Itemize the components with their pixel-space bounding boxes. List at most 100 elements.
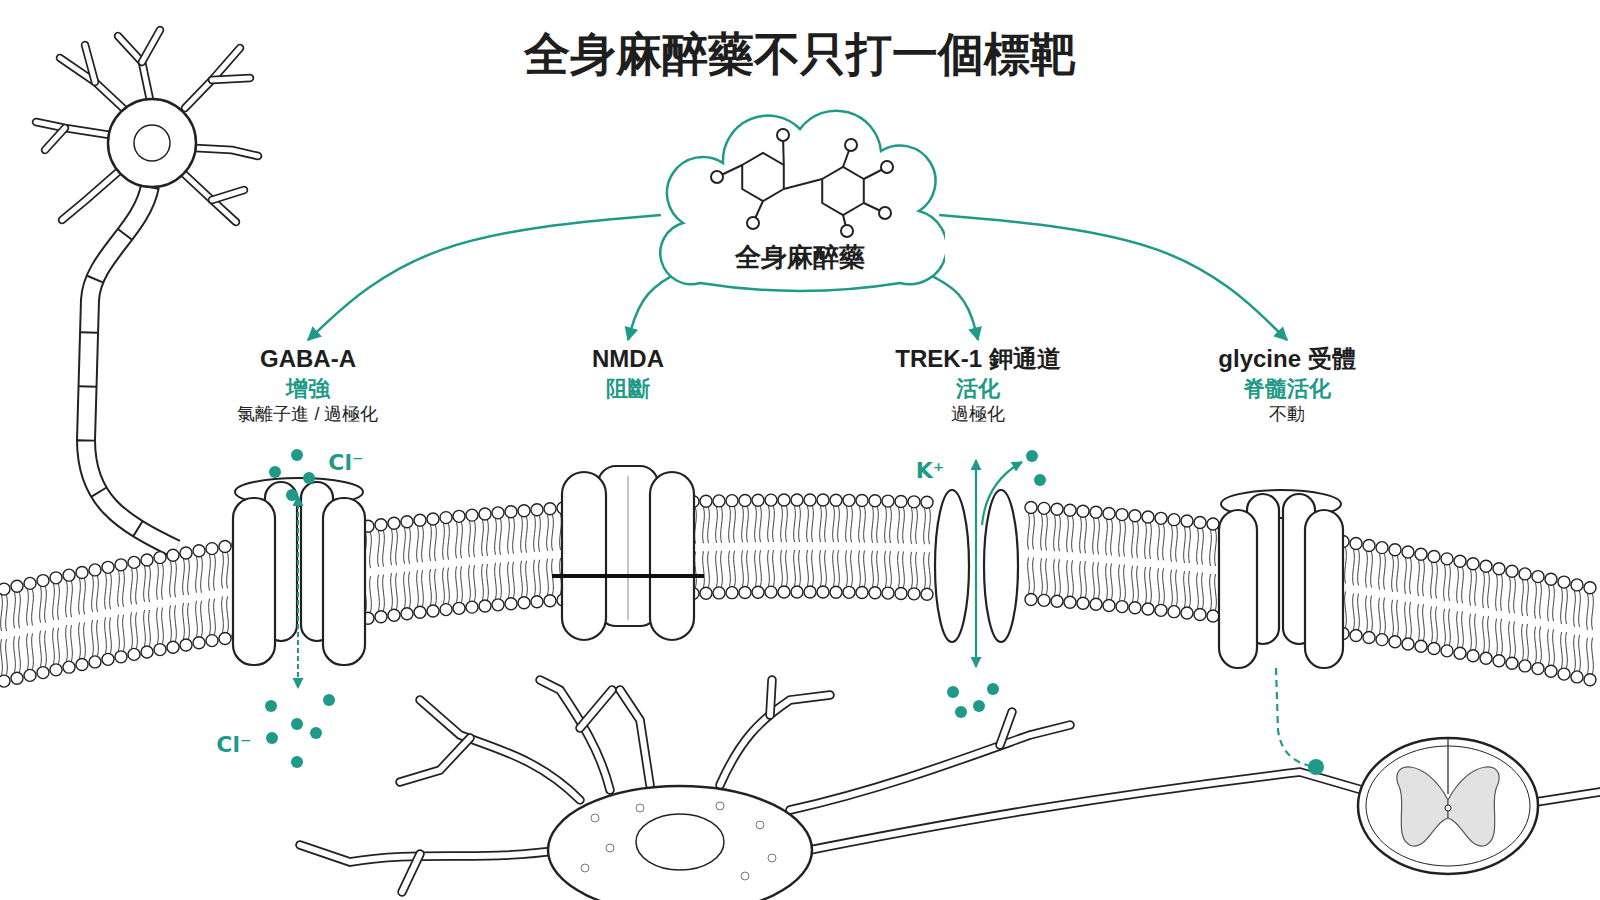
cell-membrane-part: [1124, 565, 1126, 601]
cell-membrane-part: [500, 519, 502, 555]
cell-membrane-part: [118, 571, 120, 607]
cell-membrane-part: [505, 598, 517, 610]
cell-membrane-part: [1028, 558, 1030, 594]
cell-membrane-part: [1519, 568, 1531, 580]
cell-membrane-part: [180, 547, 192, 559]
cell-membrane-part: [547, 559, 549, 595]
cell-membrane-part: [872, 507, 874, 543]
cell-membrane-part: [63, 661, 75, 673]
cell-membrane-part: [427, 605, 439, 617]
neuron-top-left: [36, 30, 258, 549]
cell-membrane-part: [404, 572, 406, 608]
cell-membrane-part: [1137, 566, 1139, 602]
cell-membrane-part: [1493, 655, 1505, 667]
cell-membrane-part: [765, 586, 777, 598]
ion-flow-part: [955, 706, 967, 718]
cell-membrane-part: [1111, 563, 1113, 599]
neuron-bottom-part: [606, 844, 614, 852]
cell-membrane-part: [1522, 580, 1524, 616]
neuron-bottom-part: [580, 690, 612, 728]
cell-membrane-part: [479, 600, 491, 612]
cell-membrane-part: [1046, 514, 1048, 550]
neuron-bottom-part: [800, 772, 1362, 852]
cell-membrane-part: [84, 578, 86, 614]
cell-membrane-part: [820, 506, 822, 542]
cell-membrane-part: [1051, 595, 1063, 607]
cell-membrane-part: [534, 560, 536, 596]
cell-membrane-part: [448, 568, 450, 604]
ion-flow-part: [973, 700, 985, 712]
cell-membrane-part: [1480, 652, 1492, 664]
cell-membrane-part: [825, 550, 827, 586]
cell-membrane-part: [1077, 597, 1089, 609]
cell-membrane-part: [1587, 594, 1589, 630]
cell-membrane-part: [188, 559, 190, 595]
neuron-top-left-part: [45, 128, 65, 150]
cell-membrane-part: [846, 550, 848, 586]
cell-membrane-part: [804, 586, 816, 598]
neuron-bottom-part: [1000, 712, 1012, 745]
cell-membrane-part: [110, 617, 112, 653]
cell-membrane-part: [97, 576, 99, 612]
cell-membrane-part: [513, 562, 515, 598]
cell-membrane-part: [115, 651, 127, 663]
cell-membrane-part: [1496, 575, 1498, 611]
ion-flow-part: [1034, 474, 1046, 486]
cell-membrane-part: [1202, 529, 1204, 565]
cell-membrane-part: [1592, 594, 1594, 630]
cell-membrane-part: [84, 622, 86, 658]
cell-membrane-part: [1449, 609, 1451, 645]
neuron-bottom-part: [591, 814, 599, 822]
cell-membrane-part: [518, 597, 530, 609]
cell-membrane-part: [817, 586, 829, 598]
cell-membrane-part: [1345, 591, 1347, 627]
cell-membrane-part: [531, 504, 543, 516]
cell-membrane-part: [391, 573, 393, 609]
cell-membrane-part: [726, 495, 738, 507]
cell-membrane-part: [1028, 514, 1030, 550]
neuron-bottom-part: [756, 821, 764, 829]
cell-membrane-part: [1483, 616, 1485, 652]
cell-membrane-part: [1098, 518, 1100, 554]
cell-membrane-part: [885, 551, 887, 587]
cell-membrane-part: [1132, 522, 1134, 558]
cell-membrane-part: [794, 506, 796, 542]
cell-membrane-part: [1449, 565, 1451, 601]
cell-membrane-part: [1470, 570, 1472, 606]
cell-membrane-part: [1470, 614, 1472, 650]
cell-membrane-part: [66, 581, 68, 617]
cell-membrane-part: [1371, 596, 1373, 632]
cell-membrane-part: [40, 631, 42, 667]
cell-membrane-part: [1111, 519, 1113, 555]
cell-membrane-part: [747, 506, 749, 542]
cell-membrane-part: [92, 576, 94, 612]
cell-membrane-part: [222, 552, 224, 588]
cell-membrane-part: [513, 518, 515, 554]
cell-membrane-part: [456, 522, 458, 558]
cell-membrane-part: [53, 584, 55, 620]
cell-membrane-part: [708, 551, 710, 587]
ion-flow-part: [1276, 668, 1316, 767]
ion-flow-part: [1308, 759, 1324, 775]
cell-membrane-part: [534, 516, 536, 552]
cell-membrane-part: [1454, 555, 1466, 567]
ion-flow-part: [291, 718, 303, 730]
neuron-bottom-part: [548, 786, 812, 900]
cell-membrane-part: [1041, 558, 1043, 594]
cell-membrane-part: [1584, 674, 1596, 686]
neuron-bottom-part: [300, 845, 560, 862]
neuron-top-left-part: [62, 172, 118, 220]
cell-membrane-part: [1410, 558, 1412, 594]
cell-membrane-part: [409, 572, 411, 608]
cell-membrane-part: [50, 664, 62, 676]
neuron-bottom-part: [581, 864, 589, 872]
cell-membrane-part: [1571, 671, 1583, 683]
target-effect: 過極化: [895, 403, 1060, 426]
cell-membrane-part: [487, 564, 489, 600]
molecule-atom: [841, 225, 853, 237]
cell-membrane-part: [214, 555, 216, 591]
cell-membrane-part: [448, 524, 450, 560]
cell-membrane-part: [1366, 552, 1368, 588]
cell-membrane-part: [1103, 507, 1115, 519]
cell-membrane-part: [409, 528, 411, 564]
